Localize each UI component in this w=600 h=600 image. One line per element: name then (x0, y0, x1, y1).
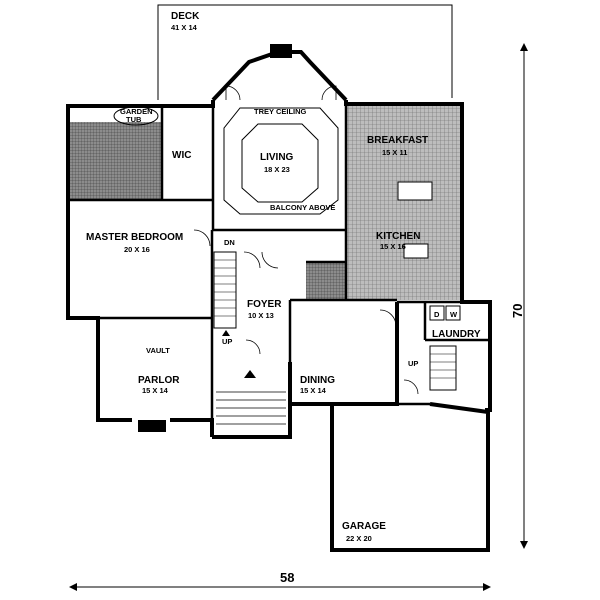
kitchen-counter (403, 243, 429, 259)
up-label-main: UP (222, 337, 232, 346)
garage-label: GARAGE (342, 521, 386, 532)
dining-size: 15 X 14 (300, 386, 327, 395)
fireplace-parlor (138, 420, 166, 432)
foyer-label: FOYER (247, 299, 282, 310)
breakfast-size: 15 X 11 (382, 148, 407, 157)
dining-label: DINING (300, 375, 335, 386)
deck-size: 41 X 14 (171, 23, 198, 32)
dryer (429, 305, 445, 321)
powder-tile (306, 262, 346, 300)
parlor-label: PARLOR (138, 375, 180, 386)
kitchen-label: KITCHEN (376, 231, 420, 242)
kitchen-island (397, 181, 433, 201)
balcony-label: BALCONY ABOVE (270, 203, 335, 212)
garden-tub (113, 106, 159, 126)
depth-dimension: 70 (510, 304, 525, 318)
deck-outline (157, 4, 453, 100)
foyer-size: 10 X 13 (248, 311, 274, 320)
door-swings (193, 85, 419, 395)
washer-label: W (450, 310, 458, 319)
laundry-label: LAUNDRY (432, 329, 481, 340)
trey-label: TREY CEILING (254, 107, 307, 116)
breakfast-label: BREAKFAST (367, 135, 428, 146)
vault-label: VAULT (146, 346, 170, 355)
parlor-size: 15 X 14 (142, 386, 169, 395)
kitchen-size: 15 X 16 (380, 242, 406, 251)
tub-label: TUB (126, 115, 142, 124)
porch-steps (216, 391, 286, 425)
up-label-garage: UP (408, 359, 418, 368)
bath-tile (70, 122, 162, 200)
trey-ceiling (223, 107, 339, 215)
stairs-garage (429, 345, 457, 391)
interior-walls (68, 104, 490, 420)
dryer-label: D (434, 310, 440, 319)
kitchen-tile (346, 106, 462, 300)
wic-label: WIC (172, 150, 191, 161)
garden-label: GARDEN (120, 107, 153, 116)
living-label: LIVING (260, 152, 294, 163)
stairs-up-arrow (222, 330, 230, 336)
entry-arrow (244, 370, 256, 378)
master-label: MASTER BEDROOM (86, 232, 183, 243)
dn-label: DN (224, 238, 235, 247)
garage-size: 22 X 20 (346, 534, 372, 543)
washer (445, 305, 461, 321)
width-dimension: 58 (280, 570, 294, 585)
master-size: 20 X 16 (124, 245, 150, 254)
stairs-main (213, 251, 237, 329)
deck-label: DECK (171, 11, 200, 22)
living-size: 18 X 23 (264, 165, 290, 174)
fireplace-living (270, 44, 292, 58)
